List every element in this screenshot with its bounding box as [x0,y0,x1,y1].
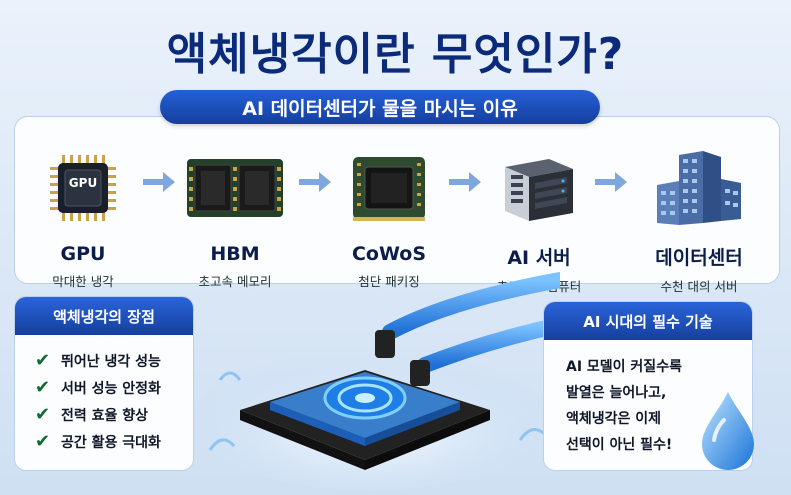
flow-step-hbm: HBM 초고속 메모리 [175,147,295,290]
subtitle-banner: AI 데이터센터가 물을 마시는 이유 [160,90,600,124]
flow-step-ai-server: AI 서버 초고성능 컴퓨터 [479,147,599,295]
ai-era-title: AI 시대의 필수 기술 [544,302,752,340]
list-item: ✔ 전력 효율 향상 [35,401,193,428]
liquid-cooling-cold-plate-illustration [190,272,560,490]
datacenter-building-icon [657,151,741,225]
flow-step-name: GPU [60,243,106,265]
check-icon: ✔ [35,377,51,398]
arrow-right-icon [143,172,175,192]
check-icon: ✔ [35,350,51,371]
advantage-label: 서버 성능 안정화 [61,380,161,397]
check-icon: ✔ [35,431,51,452]
arrow-right-icon [449,172,481,192]
flow-step-gpu: GPU GPU 막대한 냉각 [23,147,143,290]
advantages-panel: 액체냉각의 장점 ✔ 뛰어난 냉각 성능 ✔ 서버 성능 안정화 ✔ 전력 효율 향상… [14,296,194,471]
flow-step-name: CoWoS [351,243,426,265]
advantage-label: 전력 효율 향상 [61,407,149,424]
process-flow-panel: GPU GPU 막대한 냉각 HBM 초고속 메모리 [14,116,780,294]
list-item: ✔ 공간 활용 극대화 [35,428,193,455]
gpu-chip-icon [50,155,116,221]
advantage-label: 공간 활용 극대화 [61,434,161,451]
list-item: ✔ 뛰어난 냉각 성능 [35,347,193,374]
flow-step-desc: 초고속 메모리 [198,274,272,289]
advantage-label: 뛰어난 냉각 성능 [61,353,161,370]
flow-step-name: HBM [210,243,260,265]
check-icon: ✔ [35,404,51,425]
flow-step-cowos: CoWoS 첨단 패키징 [329,147,449,290]
flow-step-desc: 막대한 냉각 [52,274,114,289]
water-drop-icon [702,392,754,470]
ai-era-line: 선택이 아닌 필수! [566,437,673,453]
advantages-title: 액체냉각의 장점 [15,297,193,335]
ai-era-panel: AI 시대의 필수 기술 AI 모델이 커질수록 발열은 늘어나고, 액체냉각은… [543,301,753,471]
ai-server-icon [505,159,573,221]
ai-era-line: 발열은 늘어나고, [566,385,667,401]
list-item: ✔ 서버 성능 안정화 [35,374,193,401]
flow-step-name: AI 서버 [507,247,571,269]
arrow-right-icon [595,172,627,192]
ai-era-line: 액체냉각은 이제 [566,411,662,427]
gpu-chip-label: GPU [68,176,98,190]
ai-era-line: AI 모델이 커질수록 [566,359,682,375]
page-title: 액체냉각이란 무엇인가? [166,29,625,80]
hbm-memory-icon [187,159,283,217]
flow-step-name: 데이터센터 [655,247,743,269]
flow-step-desc: 첨단 패키징 [358,274,420,289]
cowos-package-icon [353,157,425,221]
arrow-right-icon [299,172,331,192]
flow-step-datacenter: 데이터센터 수천 대의 서버 [639,147,759,295]
flow-step-desc: 수천 대의 서버 [660,279,738,294]
